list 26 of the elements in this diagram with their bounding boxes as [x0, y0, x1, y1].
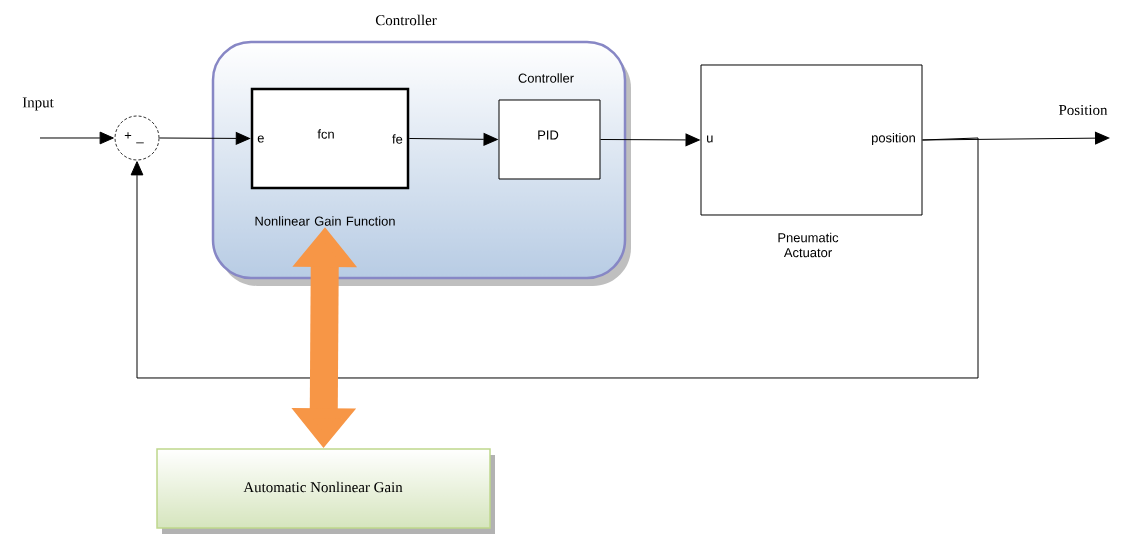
sign-label: + [124, 132, 132, 139]
block-label: PID [538, 130, 559, 140]
arrow [39, 131, 114, 145]
arrow [158, 132, 250, 145]
group-title: Controller [375, 14, 437, 26]
arrow [922, 131, 1110, 145]
arrow [600, 133, 700, 147]
pid-block [498, 73, 601, 180]
port-label: u [707, 135, 713, 143]
port-label: e [257, 135, 264, 143]
sign-label: _ [136, 142, 144, 144]
gain-box [156, 448, 495, 534]
signal-label: Input [22, 97, 54, 111]
port-label: fe [392, 134, 403, 144]
function-block [250, 87, 410, 226]
box-label: Automatic Nonlinear Gain [243, 481, 403, 493]
port-label: position [872, 132, 915, 145]
block-caption: Nonlinear Gain Function [255, 216, 395, 226]
summing-junction [114, 115, 160, 161]
arrow [408, 132, 498, 146]
actuator-block [700, 64, 923, 258]
block-caption: Controller [518, 73, 574, 83]
feedback-line [130, 137, 979, 379]
signal-label: Position [1058, 104, 1108, 115]
port-label: fcn [317, 129, 334, 139]
block-caption: Pneumatic Actuator [778, 232, 839, 258]
